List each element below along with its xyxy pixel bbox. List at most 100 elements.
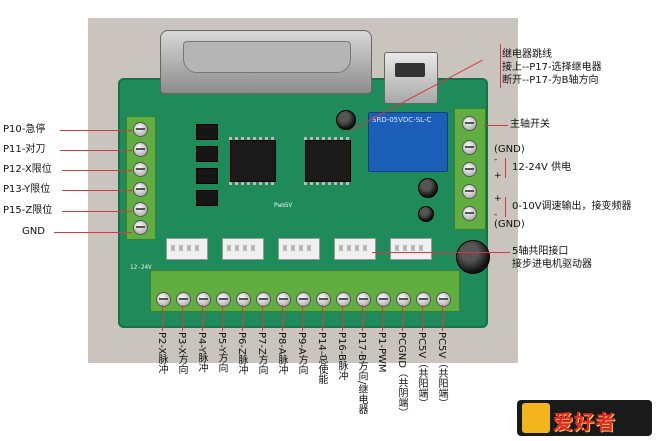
- callout-line: [442, 305, 443, 331]
- screw-terminal: [376, 292, 391, 307]
- screw-terminal: [133, 122, 148, 137]
- screw-terminal: [133, 142, 148, 157]
- relay-jumper-line2: 断开--P17-为B轴方向: [502, 75, 599, 86]
- relay: SRD-05VDC-SL-C: [368, 112, 448, 172]
- label-gnd-top: (GND): [494, 144, 525, 155]
- label-analog-output: 0-10V调速输出，接变频器: [512, 201, 632, 212]
- screw-terminal: [236, 292, 251, 307]
- callout-line: [222, 305, 223, 331]
- callout-line: [62, 190, 132, 191]
- ic-chip-2: [304, 137, 352, 185]
- label-p5: P5-Y方向: [216, 332, 227, 373]
- label-p13: P13-Y限位: [3, 184, 51, 195]
- optocoupler: [196, 146, 218, 162]
- screw-terminal: [436, 292, 451, 307]
- label-gnd-bottom: (GND): [494, 219, 525, 230]
- relay-jumper-callout: 继电器跳线 接上--P17-选择继电器 断开--P17-为B轴方向: [502, 48, 602, 87]
- label-p6: P6-Z脉冲: [236, 332, 247, 375]
- minus-mark-top: -: [494, 155, 498, 165]
- screw-terminal: [256, 292, 271, 307]
- callout-line: [382, 305, 383, 331]
- label-p2: P2-X脉冲: [156, 332, 167, 375]
- label-p3: P3-X方向: [176, 332, 187, 375]
- callout-line: [60, 150, 132, 151]
- callout-line: [60, 130, 132, 131]
- header-y: [222, 238, 264, 260]
- screw-terminal: [176, 292, 191, 307]
- callout-line: [182, 305, 183, 331]
- relay-jumper-line1: 接上--P17-选择继电器: [502, 62, 602, 73]
- header-a: [334, 238, 376, 260]
- brand-logo: 爱好者: [517, 400, 652, 436]
- plus-mark-top: +: [494, 171, 502, 181]
- screw-terminal: [462, 116, 477, 131]
- capacitor: [418, 206, 434, 222]
- callout-line: [242, 305, 243, 331]
- label-p8: P8-A脉冲: [276, 332, 287, 375]
- callout-line: [322, 305, 323, 331]
- screw-terminal: [216, 292, 231, 307]
- ic-chip-1: [229, 137, 277, 185]
- analog-bracket: [505, 197, 506, 217]
- label-p15: P15-Z限位: [3, 205, 53, 216]
- label-p9: P9-A方向: [296, 332, 307, 375]
- relay-jumper-title: 继电器跳线: [502, 49, 552, 60]
- label-p17: P17-B方向/继电器: [356, 332, 367, 415]
- label-gnd-left: GND: [22, 226, 45, 237]
- label-supply: 12-24V 供电: [512, 162, 572, 173]
- db25-connector: [160, 30, 372, 94]
- screw-terminal: [336, 292, 351, 307]
- label-p14: P14-总使能: [316, 332, 327, 385]
- label-p4: P4-Y脉冲: [196, 332, 207, 373]
- screw-terminal: [462, 140, 477, 155]
- supply-bracket: [505, 158, 506, 178]
- header-x: [166, 238, 208, 260]
- callout-line: [162, 305, 163, 331]
- screw-terminal: [296, 292, 311, 307]
- callout-line: [342, 305, 343, 331]
- minus-mark-bottom: -: [494, 210, 498, 220]
- optocoupler: [196, 190, 218, 206]
- relay-text: SRD-05VDC-SL-C: [372, 116, 432, 124]
- label-p11: P11-对刀: [3, 144, 46, 155]
- callout-line: [302, 305, 303, 331]
- screw-terminal: [462, 184, 477, 199]
- callout-line: [484, 125, 508, 126]
- label-pcgnd: PCGND（共阴端）: [396, 332, 407, 418]
- screw-terminal: [156, 292, 171, 307]
- callout-line: [422, 305, 423, 331]
- callout-line: [362, 305, 363, 331]
- header-b: [390, 238, 432, 260]
- screw-terminal: [276, 292, 291, 307]
- label-p7: P7-Z方向: [256, 332, 267, 375]
- label-p12: P12-X限位: [3, 164, 52, 175]
- label-common-anode-title: 5轴共阳接口: [512, 246, 569, 257]
- screw-terminal: [196, 292, 211, 307]
- capacitor: [336, 110, 356, 130]
- screw-terminal: [133, 162, 148, 177]
- screw-terminal: [133, 220, 148, 235]
- capacitor: [418, 178, 438, 198]
- screw-terminal: [133, 182, 148, 197]
- callout-line: [402, 305, 403, 331]
- large-capacitor: [456, 240, 490, 274]
- label-pc5v-1: PC5V（共阳端）: [416, 332, 427, 409]
- screw-terminal: [462, 162, 477, 177]
- usb-port: [384, 52, 438, 104]
- common-anode-line: [372, 252, 510, 253]
- label-p1: P1-PWM: [376, 332, 387, 373]
- relay-jumper-bracket: [500, 44, 501, 88]
- screw-terminal: [396, 292, 411, 307]
- screw-terminal: [133, 202, 148, 217]
- header-z: [278, 238, 320, 260]
- screw-terminal: [356, 292, 371, 307]
- brand-logo-text: 爱好者: [553, 410, 616, 434]
- screw-terminal: [462, 206, 477, 221]
- callout-line: [54, 232, 132, 233]
- label-p10: P10-急停: [3, 124, 46, 135]
- screw-terminal: [416, 292, 431, 307]
- label-pc5v-2: PC5V（共阳端）: [436, 332, 447, 409]
- screw-terminal: [316, 292, 331, 307]
- optocoupler: [196, 168, 218, 184]
- label-spindle-switch: 主轴开关: [510, 119, 550, 130]
